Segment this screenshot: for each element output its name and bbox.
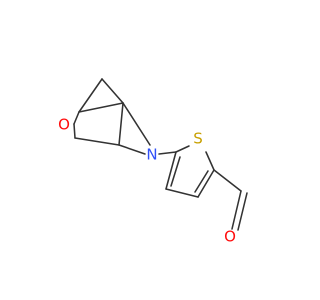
atom-labels: O N S O bbox=[58, 116, 236, 246]
bond-c5-to-sulfur bbox=[175, 145, 190, 153]
bond-n-to-thiophene-c5 bbox=[158, 151, 177, 155]
bond-sulfur-to-c2 bbox=[205, 151, 215, 171]
bond-bridge-right bbox=[101, 78, 124, 104]
oxygen-ring-label: O bbox=[58, 116, 70, 134]
bond-c4-to-c5-inner bbox=[170, 156, 181, 187]
molecule-structure: O N S O bbox=[58, 78, 248, 246]
bond-c2-to-c3 bbox=[197, 169, 215, 198]
bond-c2-to-aldehyde-carbon bbox=[213, 169, 242, 192]
sulfur-label: S bbox=[193, 130, 203, 148]
bond-bridgehead-to-top-right bbox=[78, 102, 124, 113]
bond-bridgehead-to-ring-o bbox=[73, 111, 80, 125]
bond-c3-to-c4 bbox=[165, 188, 199, 198]
bond-aldehyde-carbon-to-oxygen bbox=[231, 190, 242, 230]
bonds bbox=[73, 78, 248, 231]
bond-c2-to-c3-inner bbox=[194, 170, 209, 193]
bond-ch2-to-lower-bridgehead bbox=[74, 137, 120, 146]
nitrogen-label: N bbox=[146, 146, 157, 164]
bond-c4-to-c5 bbox=[165, 151, 177, 190]
bond-top-right-to-n bbox=[122, 102, 151, 146]
aldehyde-oxygen-label: O bbox=[224, 228, 236, 246]
bond-aldehyde-carbon-to-oxygen-double bbox=[237, 192, 248, 231]
bond-ring-o-to-ch2 bbox=[73, 123, 76, 139]
molecule-canvas: O N S O bbox=[58, 78, 248, 246]
bond-lower-bridgehead-to-top-right bbox=[118, 102, 124, 146]
bond-lower-bridgehead-to-n bbox=[118, 144, 146, 155]
bond-bridge-left bbox=[78, 78, 103, 113]
